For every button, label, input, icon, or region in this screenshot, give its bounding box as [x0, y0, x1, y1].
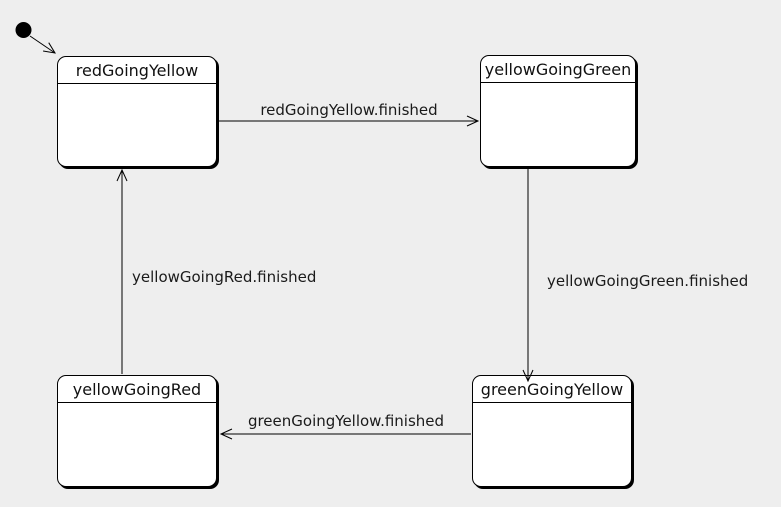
transition-label-yellowGoingRed-finished[interactable]: yellowGoingRed.finished — [132, 268, 317, 286]
state-title: greenGoingYellow — [473, 376, 631, 403]
state-yellowGoingRed[interactable]: yellowGoingRed — [57, 375, 217, 487]
state-title: redGoingYellow — [58, 57, 216, 84]
state-title: yellowGoingRed — [58, 376, 216, 403]
transition-label-greenGoingYellow-finished[interactable]: greenGoingYellow.finished — [247, 412, 445, 430]
transition-label-redGoingYellow-finished[interactable]: redGoingYellow.finished — [260, 101, 438, 119]
state-title: yellowGoingGreen — [481, 56, 635, 83]
initial-transition-line[interactable] — [29, 35, 56, 54]
transition-label-yellowGoingGreen-finished[interactable]: yellowGoingGreen.finished — [547, 272, 749, 290]
state-yellowGoingGreen[interactable]: yellowGoingGreen — [480, 55, 636, 167]
state-redGoingYellow[interactable]: redGoingYellow — [57, 56, 217, 167]
state-greenGoingYellow[interactable]: greenGoingYellow — [472, 375, 632, 487]
initial-state-dot[interactable] — [15, 22, 32, 38]
